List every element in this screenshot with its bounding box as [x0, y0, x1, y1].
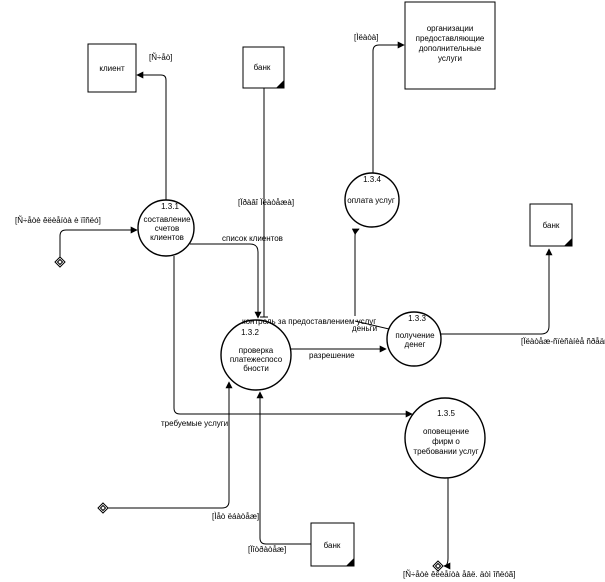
flow-left-input[interactable]: [Ñ÷åòè êëèåíòà è ïîñëó]	[15, 216, 138, 257]
flow-from-bank-top[interactable]: [Ïðàâî Ïëàòåæà]	[238, 88, 294, 318]
entity-bank-top[interactable]: банк	[242, 46, 285, 89]
flow-money-label: деньги	[352, 324, 377, 333]
process-1-3-5[interactable]: 1.3.5 оповещение фирм о требовании услуг	[404, 397, 486, 479]
process-1-3-2-line-3: бности	[243, 364, 269, 373]
flow-invoice-to-client[interactable]: [Ñ÷åò]	[136, 53, 173, 200]
process-1-3-5-line-3: требовании услуг	[413, 447, 478, 456]
process-1-3-4[interactable]: 1.3.4 оплата услуг	[344, 172, 400, 228]
process-1-3-5-line-2: фирм о	[432, 437, 460, 446]
entity-client[interactable]: клиент	[87, 43, 137, 93]
process-1-3-2-number: 1.3.2	[241, 328, 259, 337]
entity-bank-right[interactable]: банк	[529, 203, 573, 247]
flow-bottom-left-input[interactable]: [Ìåò ëáàòåæ]	[108, 381, 259, 521]
flow-invoice-to-client-label: [Ñ÷åò]	[149, 53, 173, 62]
entity-org-line-3: дополнительные	[419, 44, 482, 53]
process-1-3-3[interactable]: 1.3.3 получение денег	[386, 311, 442, 367]
entity-client-label: клиент	[99, 64, 125, 73]
entity-bank-top-label: банк	[254, 63, 271, 72]
entity-bank-bottom-label: банк	[324, 541, 341, 550]
process-1-3-5-number: 1.3.5	[437, 409, 455, 418]
process-1-3-1-number: 1.3.1	[161, 202, 179, 211]
flow-required-services-label: требуемые услуги	[161, 419, 228, 428]
flow-payment-to-org-label: [Ìëàòà]	[354, 33, 378, 42]
flow-to-bank-right[interactable]: [Ïëàòåæ-ñïèñàíèå ñðåäñ]	[441, 248, 605, 346]
process-1-3-1-line-2: счетов	[155, 224, 180, 233]
entity-org-line-4: услуги	[438, 54, 462, 63]
flow-from-bank-bottom[interactable]: [Ïîòðàòåæ]	[248, 391, 311, 554]
flow-required-services[interactable]: требуемые услуги	[161, 256, 413, 428]
process-1-3-1-line-1: составление	[143, 215, 191, 224]
process-1-3-1[interactable]: 1.3.1 составление счетов клиентов	[137, 199, 195, 257]
process-1-3-3-line-2: денег	[405, 340, 426, 349]
flow-service-control-label: контроль за предоставлением услуг	[242, 317, 376, 326]
flow-service-control[interactable]: контроль за предоставлением услуг	[242, 228, 376, 326]
flow-payment-to-org[interactable]: [Ìëàòà]	[354, 33, 405, 173]
process-1-3-3-number: 1.3.3	[408, 314, 426, 323]
boundary-marker-left	[54, 256, 66, 268]
flow-money[interactable]: деньги	[352, 320, 390, 333]
entity-org-line-1: организации	[427, 24, 474, 33]
process-1-3-2[interactable]: 1.3.2 проверка платежеспосо бности	[220, 319, 292, 391]
process-1-3-4-line-1: оплата услуг	[347, 196, 395, 205]
flow-bottom-output[interactable]: [Ñ÷åòè êëèåíòà åâë. äòì îñëóã]	[403, 478, 515, 579]
entity-organizations[interactable]: организации предоставляющие дополнительн…	[404, 1, 496, 90]
flow-permission[interactable]: разрешение	[291, 345, 387, 360]
flow-bottom-output-label: [Ñ÷åòè êëèåíòà åâë. äòì îñëóã]	[403, 570, 515, 579]
flow-client-list[interactable]: список клиентов	[190, 234, 283, 319]
entity-bank-bottom[interactable]: банк	[310, 522, 355, 567]
process-1-3-5-line-1: оповещение	[423, 427, 470, 436]
process-1-3-1-line-3: клиентов	[150, 233, 184, 242]
process-1-3-2-line-1: проверка	[239, 346, 274, 355]
boundary-marker-bottom	[432, 560, 444, 572]
flow-client-list-label: список клиентов	[222, 234, 283, 243]
flow-bottom-left-input-label: [Ìåò ëáàòåæ]	[212, 512, 259, 521]
process-1-3-3-line-1: получение	[395, 331, 435, 340]
flow-permission-label: разрешение	[309, 351, 355, 360]
boundary-marker-bottom-left	[97, 502, 109, 514]
flow-from-bank-bottom-label: [Ïîòðàòåæ]	[248, 545, 286, 554]
process-1-3-4-number: 1.3.4	[363, 175, 381, 184]
process-1-3-2-line-2: платежеспосо	[230, 355, 283, 364]
flow-from-bank-top-label: [Ïðàâî Ïëàòåæà]	[238, 198, 294, 207]
entity-org-line-2: предоставляющие	[416, 34, 485, 43]
flow-left-input-label: [Ñ÷åòè êëèåíòà è ïîñëó]	[15, 216, 101, 225]
entity-bank-right-label: банк	[543, 221, 560, 230]
flow-to-bank-right-label: [Ïëàòåæ-ñïèñàíèå ñðåäñ]	[521, 337, 605, 346]
